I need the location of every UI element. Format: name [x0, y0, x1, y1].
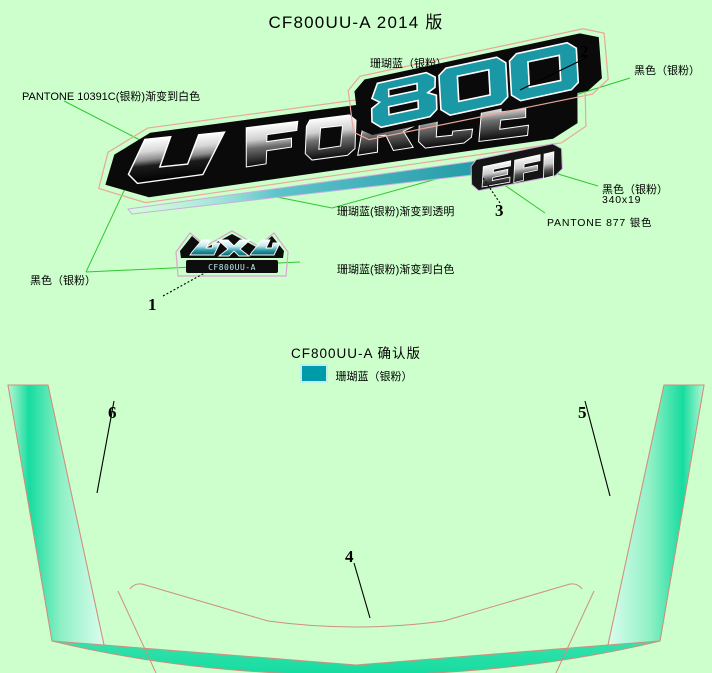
leader-lines-callout	[162, 57, 587, 297]
annotation-coral-blue-top: 珊瑚蓝（银粉）	[370, 58, 447, 70]
legend-row: 珊瑚蓝（银粉）	[0, 364, 712, 384]
annotation-coral-to-white: 珊瑚蓝(银粉)渐变到白色	[337, 264, 455, 276]
legend-color-swatch	[299, 364, 328, 383]
callout-6: 6	[108, 403, 117, 422]
hood-leader-lines	[96, 400, 611, 619]
hood-left-wing	[7, 384, 105, 646]
annotation-black-silver-right: 黑色（银粉）	[634, 65, 700, 77]
section-subtitle: CF800UU-A 确认版	[290, 346, 422, 361]
hood-inner-panel-outline	[129, 583, 583, 628]
legend-label: 珊瑚蓝（银粉）	[335, 371, 413, 383]
callout-2: 2	[580, 42, 589, 61]
hood-right-wing	[607, 384, 705, 646]
decal-artwork-svg: CF800UU-A	[63, 28, 631, 297]
callout-4: 4	[345, 547, 354, 566]
decal-efi	[470, 143, 563, 192]
annotation-black-silver-left: 黑色（银粉）	[30, 275, 96, 287]
annotation-coral-to-transparent: 珊瑚蓝(银粉)渐变到透明	[337, 206, 455, 218]
annotation-black-silver-efi: 黑色（银粉）	[602, 184, 668, 196]
annotation-pantone-10391c: PANTONE 10391C(银粉)渐变到白色	[22, 91, 201, 103]
annotation-efi-size: 340x19	[602, 194, 642, 206]
page-title: CF800UU-A 2014 版	[268, 13, 444, 32]
callout-5: 5	[578, 403, 587, 422]
hood-diagram-svg	[7, 384, 705, 673]
decal-4x4: CF800UU-A	[175, 230, 289, 277]
decal-4x4-sublabel: CF800UU-A	[208, 263, 256, 272]
hood-crease-right	[555, 590, 595, 673]
hood-crease-left	[117, 590, 157, 673]
annotation-pantone-877: PANTONE 877 银色	[547, 217, 653, 229]
hood-body	[7, 384, 705, 673]
callout-1: 1	[148, 295, 157, 314]
decal-800	[347, 28, 609, 141]
callout-3: 3	[495, 201, 504, 220]
